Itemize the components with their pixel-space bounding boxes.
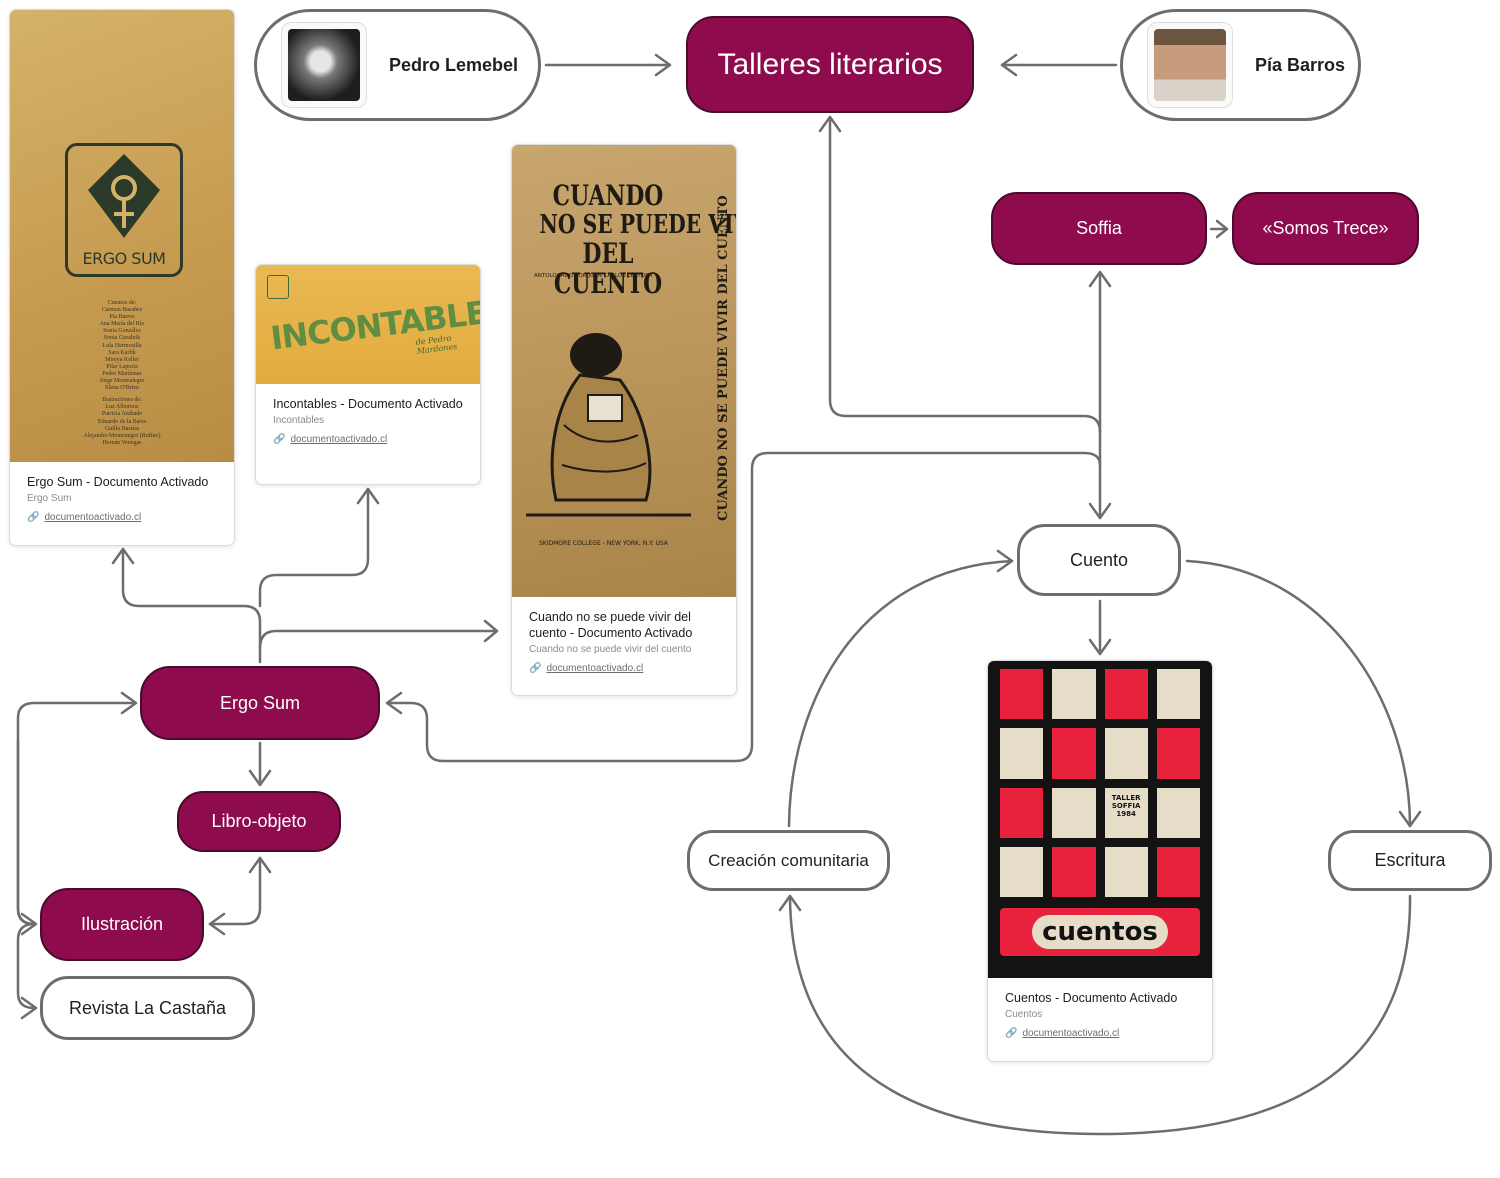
arrow-ergo-cuento-loop: [386, 451, 1102, 763]
arrow-cuento-to-escritura: [1185, 559, 1412, 828]
link-icon: 🔗: [27, 512, 40, 523]
link-icon: 🔗: [529, 663, 542, 674]
arrow-ergo-to-incontables: [258, 488, 370, 608]
card-link[interactable]: 🔗documentoactivado.cl: [1005, 1028, 1120, 1039]
pia-barros-photo: [1154, 29, 1226, 101]
cuando-cover-spine: CUANDO NO SE PUEDE VIVIR DEL CUENTO: [716, 195, 731, 521]
arrow-escritura-to-creacion: [788, 894, 1412, 1136]
ergo-sum-logo: ERGO SUM: [65, 143, 183, 277]
arrow-ilustracion-libro: [208, 856, 262, 926]
pen-nib-icon: [88, 154, 160, 238]
arrow-creacion-to-cuento: [787, 559, 1014, 828]
link-icon: 🔗: [273, 434, 286, 445]
person-name: Pedro Lemebel: [389, 54, 519, 75]
card-subtitle: Cuentos: [1005, 1009, 1043, 1020]
card-subtitle: Ergo Sum: [27, 493, 72, 504]
person-pia-barros[interactable]: Pía Barros: [1120, 9, 1361, 121]
node-escritura[interactable]: Escritura: [1328, 830, 1492, 891]
cuando-cover-title: CUANDO NO SE PUEDE VIVIR DEL CUENTO: [539, 179, 736, 300]
arrow-cuento-to-talleres: [828, 116, 1102, 517]
node-ilustracion[interactable]: Ilustración: [40, 888, 204, 961]
node-cuento[interactable]: Cuento: [1017, 524, 1181, 596]
node-ergo-sum[interactable]: Ergo Sum: [140, 666, 380, 740]
card-cuando-no-se-puede-vivir[interactable]: CUANDO NO SE PUEDE VIVIR DEL CUENTO ANTO…: [511, 144, 737, 696]
node-creacion-comunitaria[interactable]: Creación comunitaria: [687, 830, 890, 891]
link-icon: 🔗: [1005, 1028, 1018, 1039]
node-libro-objeto[interactable]: Libro-objeto: [177, 791, 341, 852]
node-revista-la-castana[interactable]: Revista La Castaña: [40, 976, 255, 1040]
card-title: Cuentos - Documento Activado: [1005, 991, 1178, 1005]
incontables-cover: INCONTABLES de Pedro Mardones: [256, 265, 480, 384]
arrow-ergo-to-cuando: [258, 629, 497, 650]
person-pedro-lemebel[interactable]: Pedro Lemebel: [254, 9, 541, 121]
node-talleres-literarios[interactable]: Talleres literarios: [686, 16, 974, 113]
avatar: [1147, 22, 1233, 108]
card-link[interactable]: 🔗documentoactivado.cl: [529, 663, 644, 674]
card-title: Incontables - Documento Activado: [273, 397, 463, 411]
card-link[interactable]: 🔗documentoactivado.cl: [273, 434, 388, 445]
card-title: Cuando no se puede vivir del cuento - Do…: [529, 610, 693, 640]
cuando-cover-subtitle: ANTOLOGADO POR JUAN CARLOS LÉRTORA: [534, 273, 653, 279]
arrow-left-loop-to-ilustracion: [16, 738, 36, 926]
arrow-left-loop-to-revista: [16, 922, 36, 1010]
avatar: [281, 22, 367, 108]
cuentos-banner: cuentos: [1000, 908, 1200, 956]
arrow-ergo-to-ergo-card: [121, 548, 262, 664]
ergo-sum-cover-title: ERGO SUM: [82, 249, 166, 268]
cuando-cover-footer: SKIDMORE COLLEGE - NEW YORK, N.Y. USA: [539, 540, 668, 547]
cuando-cover: CUANDO NO SE PUEDE VIVIR DEL CUENTO ANTO…: [512, 145, 736, 597]
card-link[interactable]: 🔗documentoactivado.cl: [27, 512, 142, 523]
card-incontables[interactable]: INCONTABLES de Pedro Mardones Incontable…: [255, 264, 481, 485]
cuando-cover-illustration: [526, 333, 691, 517]
node-soffia[interactable]: Soffia: [991, 192, 1207, 265]
card-subtitle: Incontables: [273, 415, 325, 426]
node-somos-trece[interactable]: «Somos Trece»: [1232, 192, 1419, 265]
incontables-logo: [267, 275, 289, 299]
pedro-lemebel-photo: [288, 29, 360, 101]
card-title: Ergo Sum - Documento Activado: [27, 475, 209, 489]
person-name: Pía Barros: [1255, 54, 1346, 75]
card-subtitle: Cuando no se puede vivir del cuento: [529, 644, 692, 655]
cuentos-cover-title: cuentos: [1032, 915, 1168, 949]
